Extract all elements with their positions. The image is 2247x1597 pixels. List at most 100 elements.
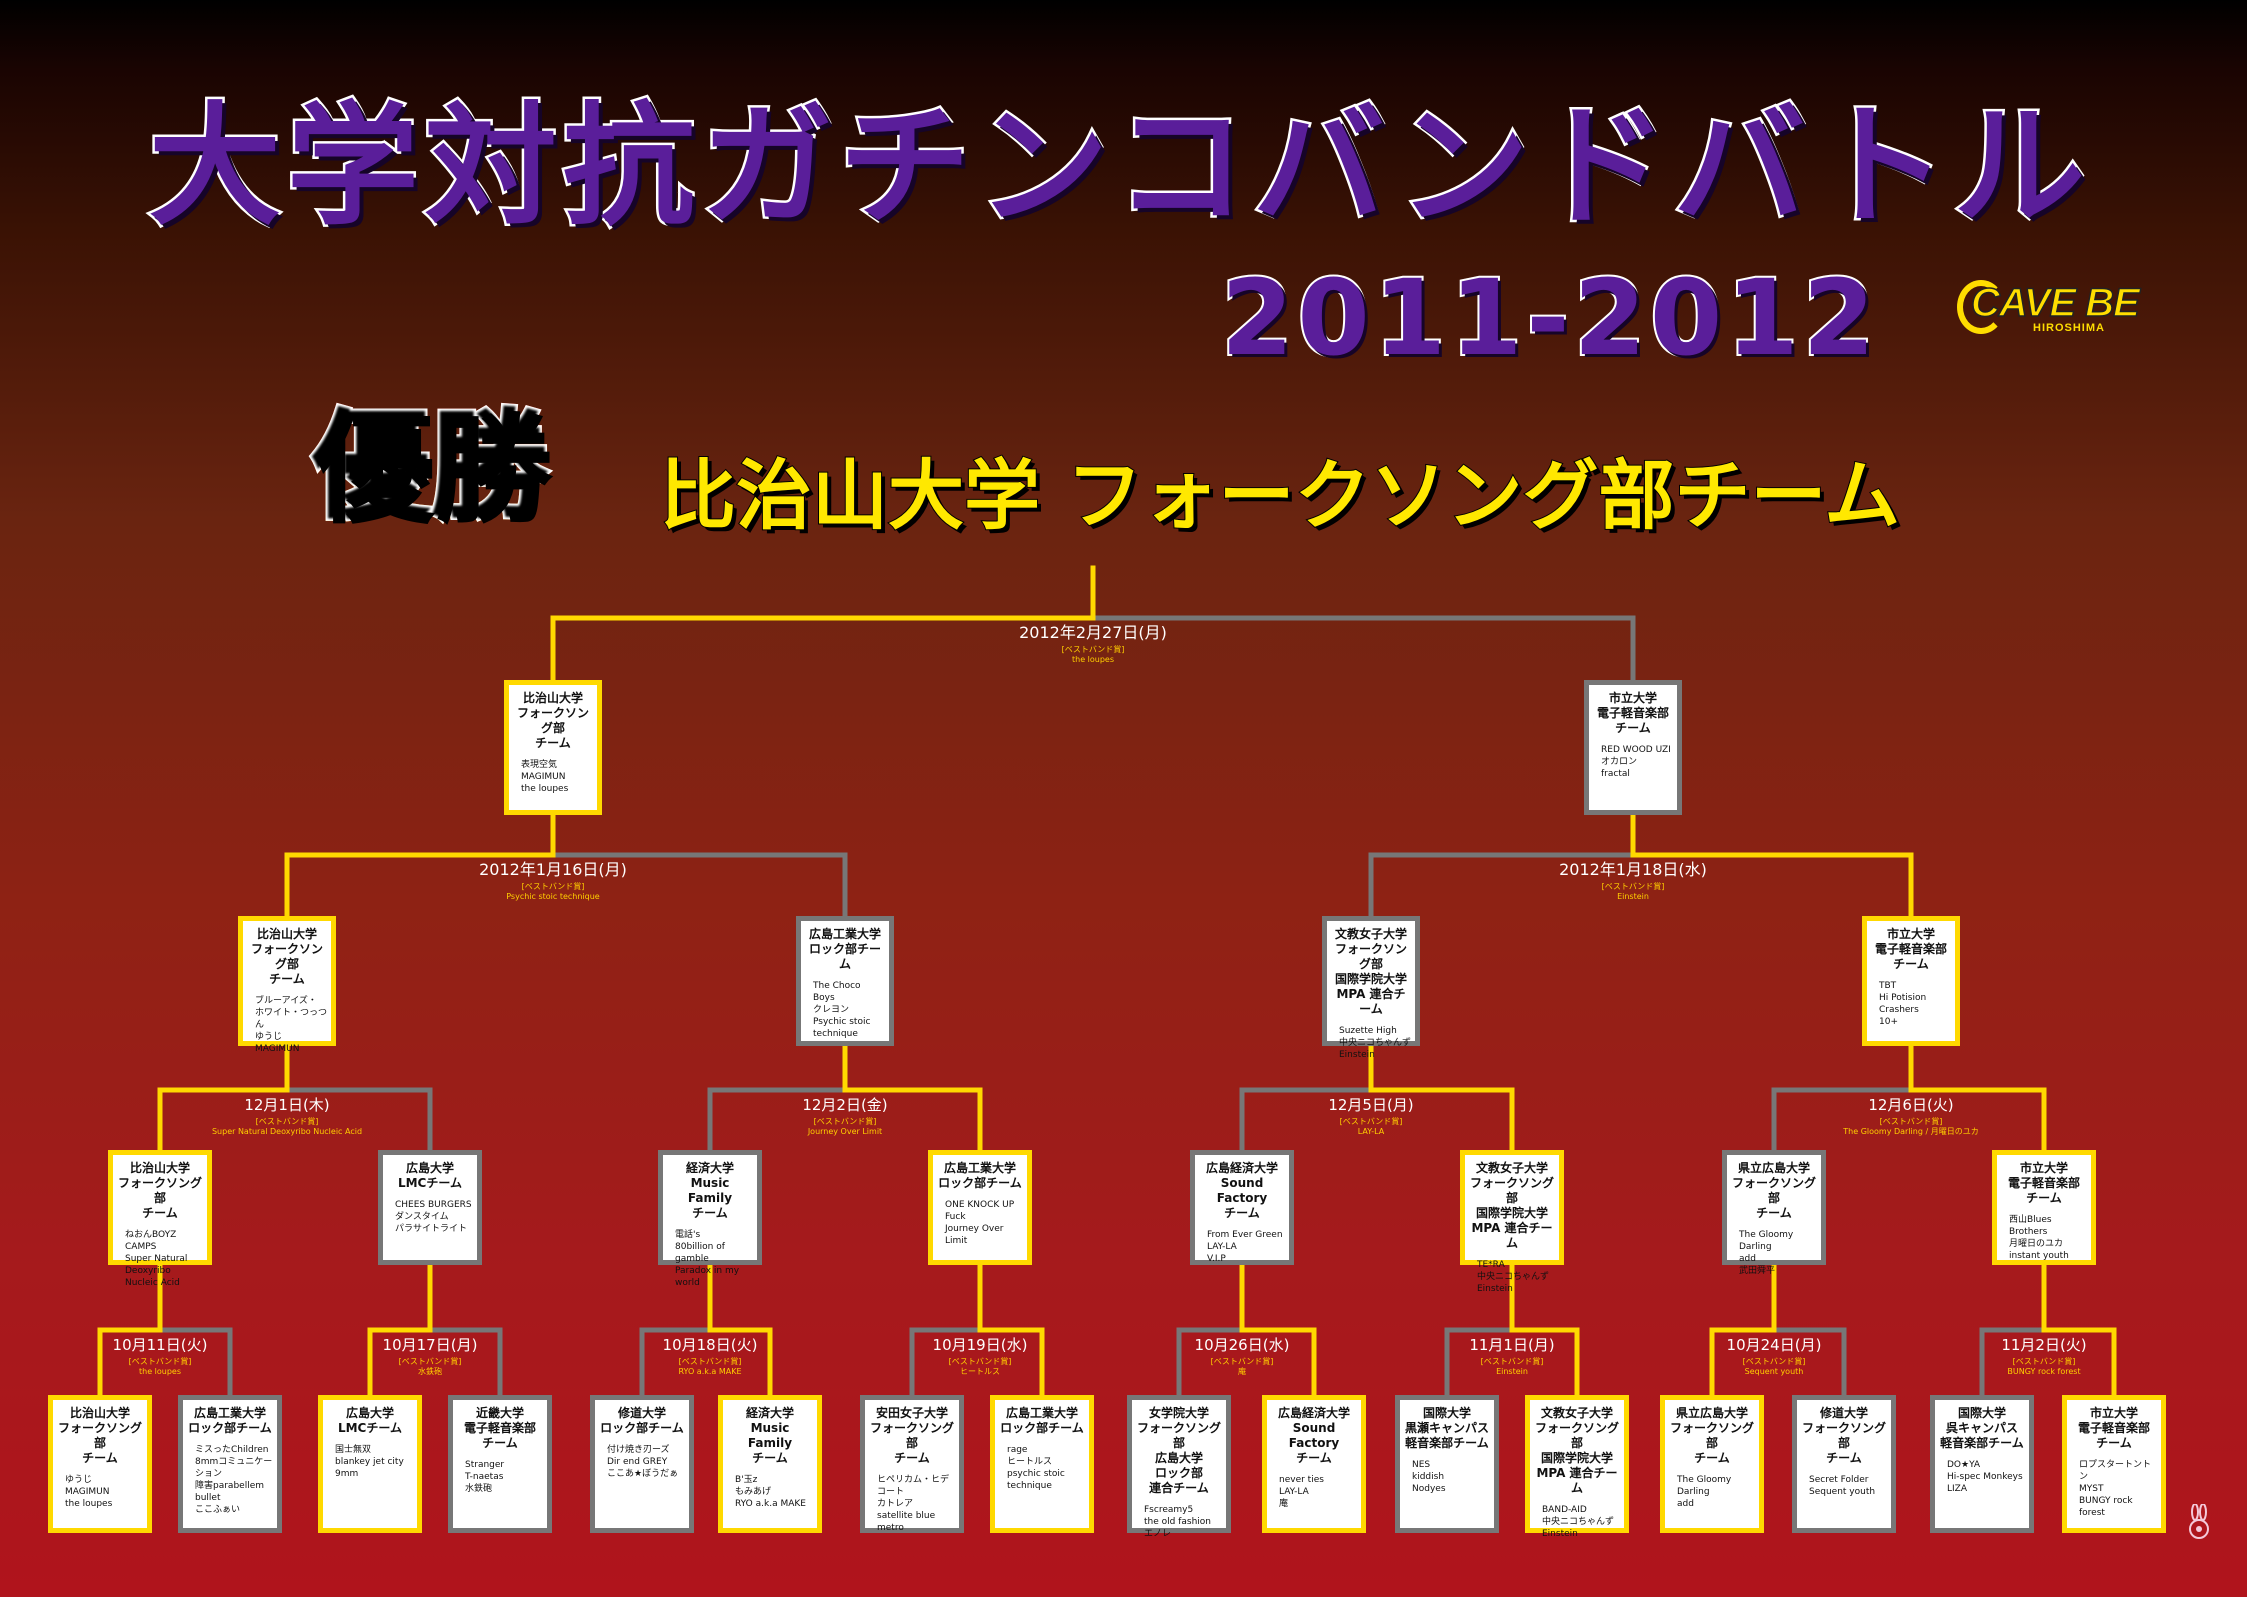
- best-band-award-label: [ベストバンド賞]: [1742, 1357, 1806, 1366]
- team-box: 広島大学 LMCチーム国士無双 blankey jet city 9mm: [318, 1395, 422, 1533]
- team-box: 経済大学 Music Family チーム B'玉z もみあげ RYO a.k.a…: [718, 1395, 822, 1533]
- best-band-award-label: [ベストバンド賞]: [1339, 1117, 1403, 1126]
- team-name: 広島工業大学 ロック部チーム: [188, 1406, 272, 1435]
- best-band-award-value: BUNGY rock forest: [2007, 1367, 2081, 1376]
- band-list: rage ヒートルス psychic stoic technique: [1007, 1445, 1065, 1491]
- band-list: From Ever Green LAY-LA V.I.P: [1207, 1230, 1283, 1264]
- cave-be-logo: CAVE BE HIROSHIMA: [1955, 278, 2141, 342]
- best-band-award-label: [ベストバンド賞]: [255, 1117, 319, 1126]
- best-band-award-label: [ベストバンド賞]: [1210, 1357, 1274, 1366]
- team-name: 修道大学 ロック部チーム: [600, 1406, 684, 1435]
- champion-team: 比治山大学 フォークソング部チーム: [659, 450, 1901, 541]
- band-list: Fscreamy5 the old fashion エノレ: [1144, 1505, 1211, 1539]
- best-band-award-label: [ベストバンド賞]: [948, 1357, 1012, 1366]
- match-date: 10月18日(火): [662, 1336, 758, 1354]
- band-list: The Gloomy Darling add 武田舜平: [1739, 1230, 1794, 1276]
- best-band-award-label: [ベストバンド賞]: [1879, 1117, 1943, 1126]
- band-list: BAND-AID 中央ニコちゃんず Einstein: [1542, 1505, 1615, 1539]
- match-date: 11月1日(月): [1469, 1336, 1555, 1354]
- team-name: 比治山大学 フォークソング部 チーム: [516, 691, 589, 750]
- team-name: 比治山大学 フォークソング部 チーム: [57, 1406, 142, 1465]
- team-name: 広島大学 LMCチーム: [397, 1161, 463, 1190]
- team-box: 修道大学 ロック部チーム付け焼き刃ーズ Dir end GREY ここあ★ぼうだ…: [590, 1395, 694, 1533]
- match-date: 10月24日(月): [1726, 1336, 1822, 1354]
- team-name: 広島経済大学 Sound Factory チーム: [1277, 1406, 1350, 1465]
- band-list: 表現空気 MAGIMUN the loupes: [521, 760, 569, 794]
- team-name: 市立大学 電子軽音楽部 チーム: [2077, 1406, 2150, 1450]
- team-box: 市立大学 電子軽音楽部 チーム西山Blues Brothers 月曜日のユカ i…: [1992, 1150, 2096, 1265]
- band-list: ミスったChildren 8mmコミュニケーション 障害parabellem b…: [195, 1445, 273, 1515]
- match-date: 10月19日(水): [932, 1336, 1028, 1354]
- team-box: 国際大学 呉キャンパス 軽音楽部チーム DO★YA Hi-spec Monkeys…: [1930, 1395, 2034, 1533]
- best-band-award-value: ヒートルス: [960, 1367, 1000, 1376]
- poster-title: 大学対抗ガチンコバンドバトル: [146, 90, 2092, 245]
- best-band-award-value: LAY-LA: [1357, 1127, 1385, 1136]
- band-list: Stranger T-naetas 水鉄砲: [465, 1460, 505, 1494]
- best-band-award-label: [ベストバンド賞]: [1061, 645, 1125, 654]
- band-list: TBT Hi Potision Crashers 10+: [1879, 981, 1927, 1027]
- best-band-award-value: The Gloomy Darling / 月曜日のユカ: [1843, 1127, 1979, 1136]
- best-band-award-value: Super Natural Deoxyribo Nucleic Acid: [211, 1127, 363, 1136]
- team-box: 広島経済大学 Sound Factory チーム From Ever Green …: [1190, 1150, 1294, 1265]
- team-box: 女学院大学 フォークソング部 広島大学 ロック部 連合チーム Fscreamy5 …: [1127, 1395, 1231, 1539]
- band-list: B'玉z もみあげ RYO a.k.a MAKE: [735, 1475, 806, 1509]
- best-band-award-value: the loupes: [138, 1367, 182, 1376]
- team-box: 比治山大学 フォークソング部 チームゆうじ MAGIMUN the loupes: [48, 1395, 152, 1533]
- band-list: RED WOOD UZI オカロン fractal: [1601, 745, 1671, 779]
- team-name: 経済大学 Music Family チーム: [745, 1406, 794, 1465]
- band-list: 付け焼き刃ーズ Dir end GREY ここあ★ぼうだぁ: [607, 1445, 679, 1479]
- team-name: 広島大学 LMCチーム: [337, 1406, 403, 1435]
- logo-text: CAVE BE: [1970, 281, 2140, 325]
- team-name: 国際大学 呉キャンパス 軽音楽部チーム: [1940, 1406, 2024, 1450]
- best-band-award-value: Journey Over Limit: [807, 1127, 883, 1136]
- band-list: ONE KNOCK UP Fuck Journey Over Limit: [945, 1200, 1015, 1246]
- team-name: 市立大学 電子軽音楽部 チーム: [2007, 1161, 2080, 1205]
- team-name: 修道大学 フォークソング部 チーム: [1801, 1406, 1886, 1465]
- best-band-award-label: [ベストバンド賞]: [521, 882, 585, 891]
- band-list: never ties LAY-LA 庵: [1279, 1475, 1324, 1509]
- match-date: 11月2日(火): [2001, 1336, 2087, 1354]
- match-date: 10月26日(水): [1194, 1336, 1290, 1354]
- best-band-award-label: [ベストバンド賞]: [2012, 1357, 2076, 1366]
- champion-label: 優勝: [309, 396, 550, 537]
- band-list: The Gloomy Darling add: [1677, 1475, 1732, 1509]
- best-band-award-value: the loupes: [1071, 655, 1115, 664]
- best-band-award-label: [ベストバンド賞]: [1480, 1357, 1544, 1366]
- band-list: The Choco Boys クレヨン Psychic stoic techni…: [813, 981, 871, 1039]
- best-band-award-value: Einstein: [1496, 1367, 1528, 1376]
- best-band-award-value: RYO a.k.a MAKE: [678, 1367, 742, 1376]
- team-name: 広島経済大学 Sound Factory チーム: [1205, 1161, 1278, 1220]
- team-name: 女学院大学 フォークソング部 広島大学 ロック部 連合チーム: [1136, 1406, 1221, 1495]
- team-box: 市立大学 電子軽音楽部 チーム TBT Hi Potision Crashers …: [1862, 916, 1960, 1046]
- team-name: 県立広島大学 フォークソング部 チーム: [1669, 1406, 1754, 1465]
- match-date: 12月6日(火): [1868, 1096, 1954, 1114]
- band-list: DO★YA Hi-spec Monkeys LIZA: [1947, 1460, 2023, 1494]
- match-date: 12月5日(月): [1328, 1096, 1414, 1114]
- match-date: 10月17日(月): [382, 1336, 478, 1354]
- team-name: 市立大学 電子軽音楽部 チーム: [1874, 927, 1947, 971]
- match-date: 12月1日(木): [244, 1096, 330, 1114]
- band-list: ゆうじ MAGIMUN the loupes: [65, 1475, 113, 1509]
- team-name: 国際大学 黒瀬キャンパス 軽音楽部チーム: [1404, 1406, 1489, 1450]
- team-name: 安田女子大学 フォークソング部 チーム: [869, 1406, 954, 1465]
- team-name: 経済大学 Music Family チーム: [685, 1161, 734, 1220]
- band-list: CHEES BURGERS ダンスタイム パラサイトライト: [395, 1200, 472, 1234]
- band-list: NES kiddish Nodyes: [1412, 1460, 1446, 1494]
- match-date: 2012年2月27日(月): [1019, 623, 1167, 642]
- team-box: 市立大学 電子軽音楽部 チーム RED WOOD UZI オカロン fractal: [1584, 680, 1682, 815]
- best-band-award-label: [ベストバンド賞]: [398, 1357, 462, 1366]
- match-date: 12月2日(金): [802, 1096, 888, 1114]
- logo-subtext: HIROSHIMA: [2033, 322, 2105, 334]
- match-date: 2012年1月18日(水): [1559, 860, 1707, 879]
- band-list: ブルーアイズ・ ホワイト・つっつん ゆうじ MAGIMUN: [255, 996, 328, 1054]
- team-name: 文教女子大学 フォークソング部 国際学院大学 MPA 連合チーム: [1469, 1161, 1554, 1250]
- match-date: 10月11日(火): [112, 1336, 208, 1354]
- poster-year: 2011-2012: [1219, 256, 1880, 380]
- band-list: ねおんBOYZ CAMPS Super Natural Deoxyribo Nu…: [125, 1230, 188, 1288]
- team-box: 国際大学 黒瀬キャンパス 軽音楽部チーム NES kiddish Nodyes: [1395, 1395, 1499, 1533]
- team-name: 市立大学 電子軽音楽部 チーム: [1596, 691, 1669, 735]
